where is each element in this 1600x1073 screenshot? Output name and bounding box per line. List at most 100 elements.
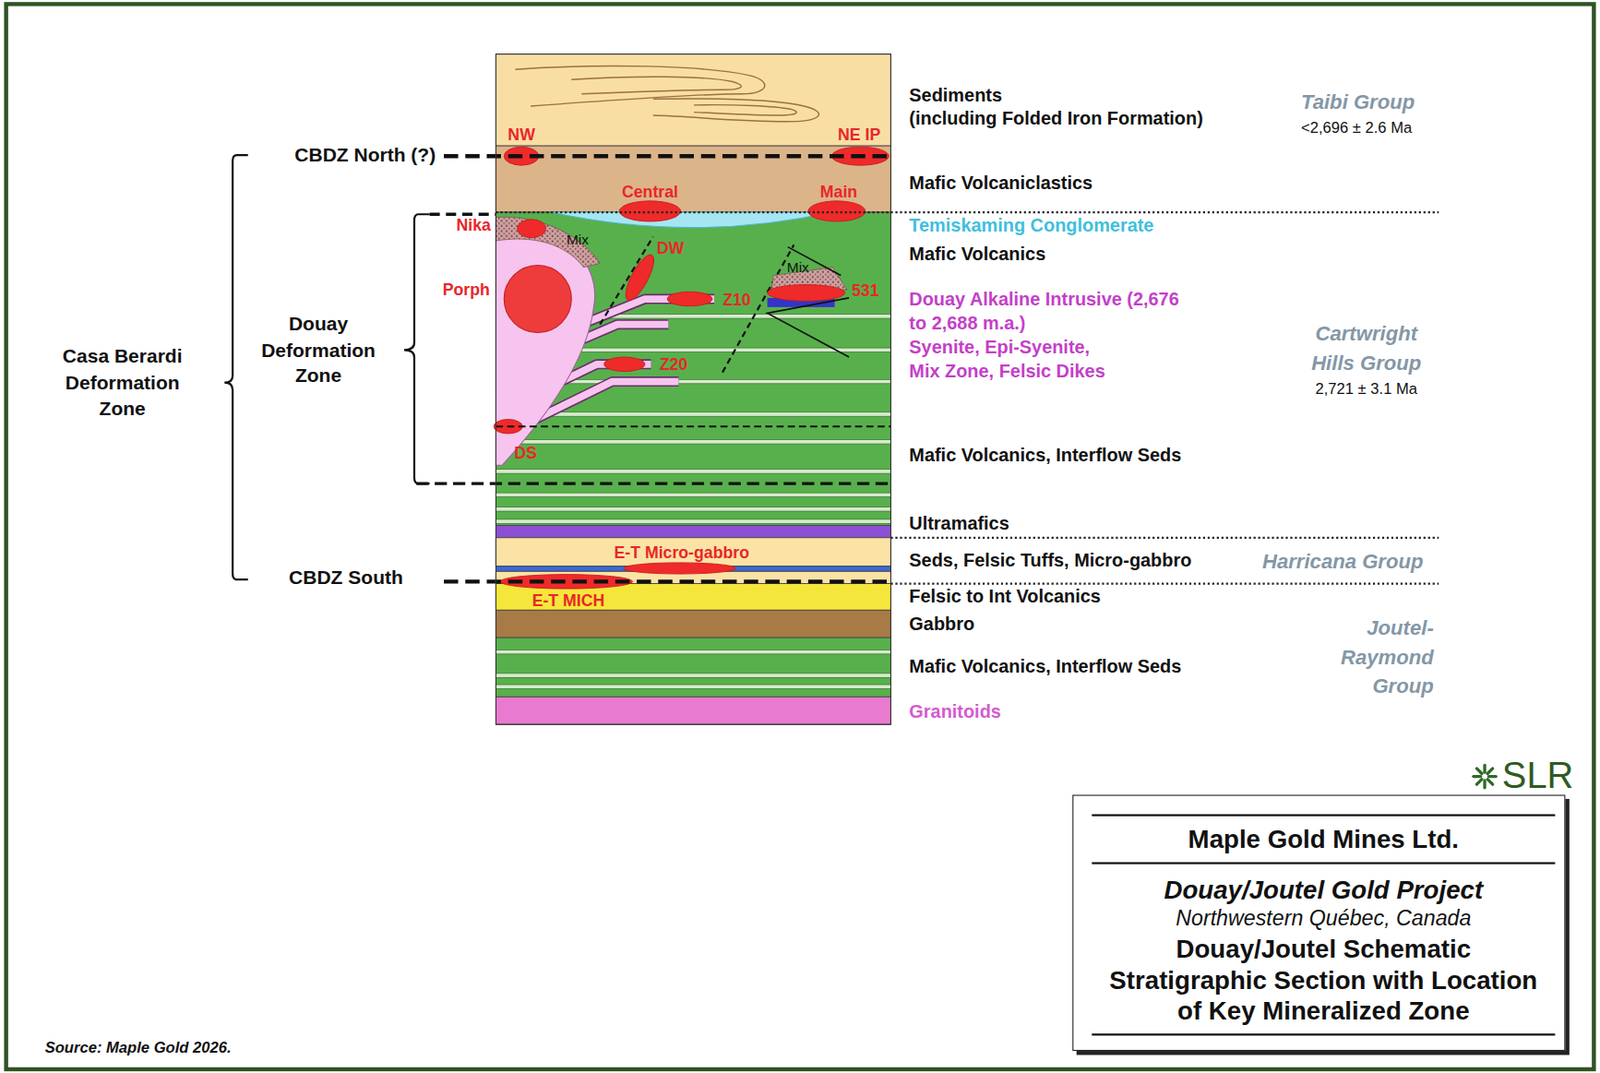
- zone-label: E-T MICH: [532, 591, 606, 611]
- logo-symbol: [1473, 775, 1481, 778]
- interflow-stripes: [495, 673, 891, 678]
- logo-symbol: [1488, 775, 1496, 778]
- group-name: Taibi Group: [1301, 87, 1415, 118]
- column-outline: [495, 54, 891, 726]
- logo-text: SLR: [1502, 753, 1574, 799]
- iron-formation-folds: [514, 65, 765, 107]
- interflow-stripes: [495, 507, 891, 512]
- unit-label: Douay Alkaline Intrusive (2,676 to 2,688…: [908, 287, 1195, 336]
- iron-formation-folds: [653, 98, 820, 122]
- group-name: Harricana Group: [1262, 546, 1424, 576]
- unit-label: Ultramafics: [908, 513, 1009, 536]
- strat-bands: [495, 696, 891, 725]
- zone-label: E-T Micro-gabbro: [613, 543, 749, 563]
- company-name: Maple Gold Mines Ltd.: [1091, 813, 1555, 864]
- fault-traces: [599, 237, 794, 373]
- zone-brackets: [224, 155, 248, 580]
- unit-label: Mafic Volcanics, Interflow Seds: [908, 444, 1182, 467]
- unit-label: Mafic Volcanics: [908, 244, 1046, 267]
- group-name: Joutel-Raymond Group: [1301, 613, 1434, 702]
- strat-bands: [495, 537, 891, 567]
- strat-bands: [495, 54, 891, 147]
- zone-label: Central: [621, 181, 679, 202]
- mineralized-zones: [808, 201, 866, 222]
- zone-label: DS: [513, 442, 538, 463]
- unit-label: Seds, Felsic Tuffs, Micro-gabbro: [908, 549, 1192, 573]
- strat-bands: [495, 212, 891, 526]
- zone-label: Main: [820, 181, 858, 202]
- page-frame: [6, 3, 1595, 1070]
- unit-label: Syenite, Epi-Syenite, Mix Zone, Felsic D…: [908, 335, 1119, 384]
- structural-lines: [416, 155, 891, 582]
- unit-label: Mafic Volcaniclastics: [908, 172, 1093, 195]
- unit-label: Temiskaming Conglomerate: [908, 215, 1154, 239]
- figure-title: Douay/Joutel Schematic Stratigraphic Sec…: [1091, 931, 1555, 1037]
- interflow-stripes: [495, 492, 891, 497]
- interflow-stripes: [495, 649, 891, 654]
- mix-label: Mix: [566, 231, 589, 250]
- iron-formation-folds: [514, 65, 819, 121]
- group-name: Cartwright Hills Group: [1294, 319, 1438, 378]
- structural-lines: [416, 482, 891, 486]
- mineralized-zones: [623, 562, 737, 574]
- mineralized-zones: [517, 219, 547, 239]
- unit-label: (including Folded Iron Formation): [908, 107, 1203, 131]
- temiskaming-lens: [550, 212, 832, 228]
- interflow-stripes: [495, 469, 891, 474]
- structural-lines: [443, 154, 891, 158]
- logo-symbol: [1473, 764, 1496, 788]
- structure-label: Casa Berardi Deformation Zone: [46, 343, 200, 422]
- source-note: Source: Maple Gold 2026.: [45, 1038, 232, 1058]
- logo-symbol: [1487, 779, 1493, 786]
- structural-lines: [443, 579, 891, 584]
- logo-symbol: [1476, 768, 1482, 775]
- logo-symbol: [1487, 768, 1493, 775]
- iron-formation-folds: [571, 76, 741, 95]
- interflow-stripes: [495, 519, 891, 524]
- mineralized-zones: [620, 250, 660, 304]
- project-name: Douay/Joutel Gold Project: [1091, 874, 1555, 906]
- unit-label: Granitoids: [908, 701, 1002, 724]
- fold-lines: [767, 247, 849, 358]
- unit-label: Sediments: [908, 84, 1003, 108]
- group-boundaries: [495, 211, 1439, 214]
- interflow-stripes: [495, 684, 891, 689]
- unit-label: Gabbro: [908, 613, 975, 636]
- mix-label: Mix: [787, 258, 810, 276]
- porphyry-body: [503, 265, 572, 334]
- fault-traces: [722, 244, 794, 372]
- structural-lines: [429, 213, 497, 216]
- unit-label: Felsic to Int Volcanics: [908, 585, 1101, 609]
- structure-label: Douay Deformation Zone: [247, 310, 391, 390]
- group-boundaries: [890, 537, 1439, 539]
- interflow-stripes: [495, 440, 891, 444]
- zone-label: Nika: [456, 215, 491, 236]
- zone-label: 531: [851, 281, 880, 301]
- zone-label: Porph: [442, 279, 490, 299]
- age-label: 2,721 ± 3.1 Ma: [1314, 379, 1418, 398]
- structure-label: CBDZ North (?): [294, 142, 436, 168]
- logo-symbol: [1482, 780, 1486, 789]
- mineralized-zones: [767, 285, 846, 302]
- zone-label: NE IP: [837, 124, 881, 144]
- group-boundaries: [495, 212, 1439, 585]
- zone-brackets: [224, 155, 430, 580]
- mineralized-zones: [493, 146, 889, 589]
- mineralized-zones: [604, 357, 645, 371]
- fold-lines: [788, 247, 842, 276]
- age-label: <2,696 ± 2.6 Ma: [1301, 118, 1412, 137]
- iron-formation-folds: [693, 105, 797, 116]
- zone-label: DW: [656, 238, 684, 258]
- mineralized-zones: [667, 291, 713, 306]
- zone-label: Z10: [722, 290, 751, 311]
- fold-lines: [767, 298, 849, 358]
- structure-label: CBDZ South: [288, 564, 404, 591]
- group-boundaries: [890, 582, 1439, 585]
- logo-symbol: [1482, 764, 1486, 773]
- location-text: Northwestern Québec, Canada: [1091, 905, 1555, 932]
- zone-label: NW: [507, 124, 535, 144]
- mix-zone: [495, 216, 600, 268]
- unit-label: Mafic Volcanics, Interflow Seds: [908, 656, 1182, 679]
